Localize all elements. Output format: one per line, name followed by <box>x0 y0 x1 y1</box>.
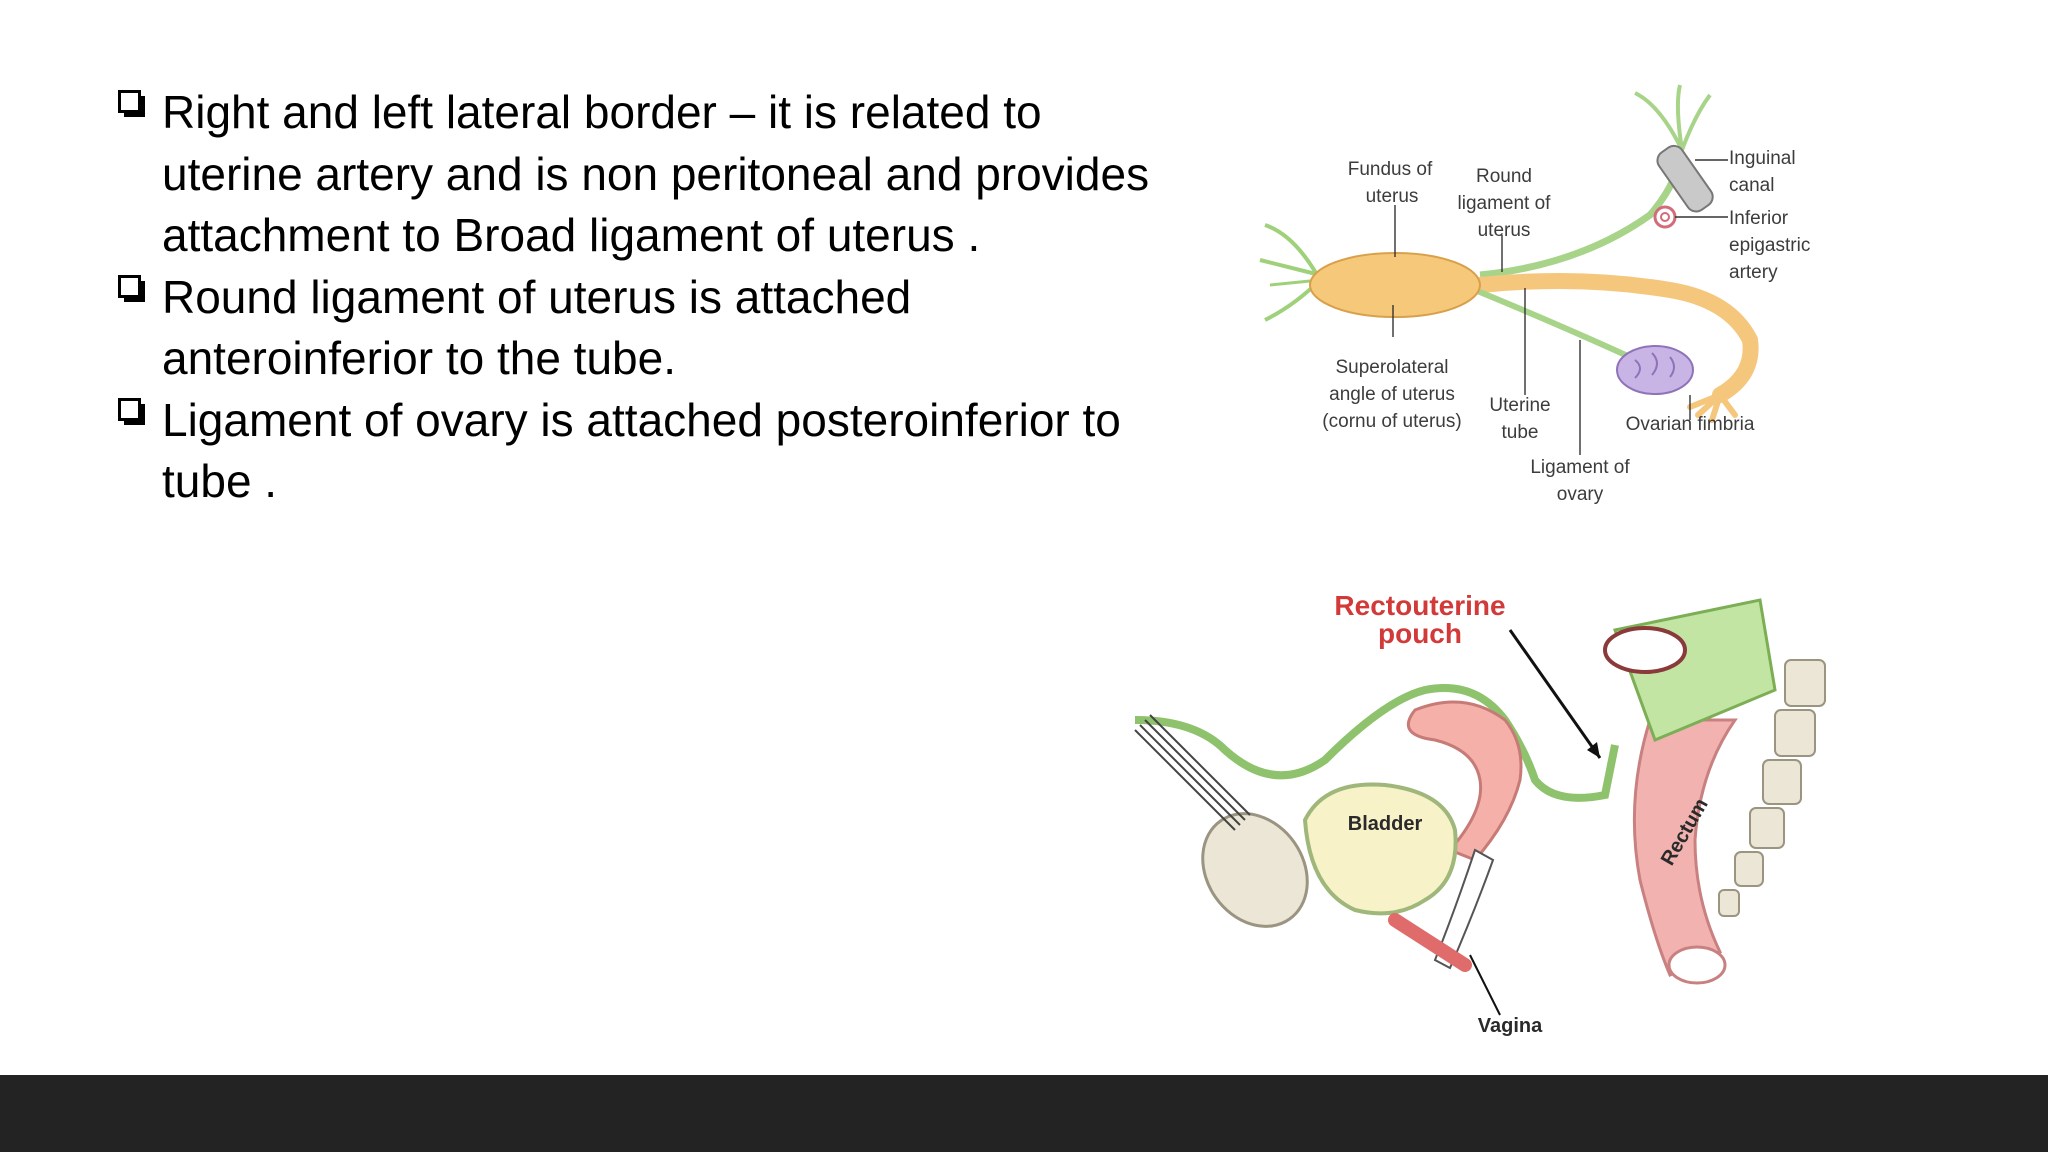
label-fundus: uterus <box>1366 186 1419 207</box>
vagina <box>1433 848 1495 970</box>
label-superolateral: (cornu of uterus) <box>1322 411 1461 432</box>
label-round-ligament: Round <box>1476 166 1532 187</box>
label-epigastric-artery: artery <box>1729 262 1778 283</box>
inguinal-canal <box>1656 144 1714 213</box>
label-round-ligament: uterus <box>1478 220 1531 241</box>
label-epigastric-artery: Inferior <box>1729 208 1789 229</box>
checkbox-bullet-icon <box>118 90 145 117</box>
pelvic-section-diagram: Rectouterine pouch Bladder Rectum Vagina <box>1134 590 1826 1037</box>
label-inguinal-canal: Inguinal <box>1729 148 1796 169</box>
checkbox-bullet-icon <box>118 274 145 302</box>
label-rectouterine-pouch: Rectouterine <box>1334 590 1505 621</box>
rectum <box>1632 718 1738 978</box>
label-superolateral: angle of uterus <box>1329 384 1455 405</box>
label-inguinal-canal: canal <box>1729 175 1774 196</box>
label-ligament-of-ovary: ovary <box>1557 484 1604 505</box>
uterus-fundus <box>1309 252 1481 318</box>
label-ligament-of-ovary: Ligament of <box>1530 457 1630 478</box>
checkbox-bullet-icon <box>118 397 145 425</box>
bladder <box>1302 782 1458 916</box>
uterine-tube <box>1472 273 1759 403</box>
label-rectouterine-pouch: pouch <box>1378 618 1462 649</box>
bullet-text: Right and left lateral border – it is re… <box>162 86 1150 261</box>
label-fundus: Fundus of <box>1348 159 1433 180</box>
peritoneum <box>1134 684 1619 802</box>
label-uterine-tube: Uterine <box>1489 395 1550 416</box>
label-bladder: Bladder <box>1348 813 1423 835</box>
label-uterine-tube: tube <box>1502 422 1539 443</box>
pubic-bone <box>1201 812 1309 928</box>
bullet-item: Ligament of ovary is attached posteroinf… <box>116 390 1156 513</box>
bullet-item: Round ligament of uterus is attached ant… <box>116 267 1156 390</box>
bullet-item: Right and left lateral border – it is re… <box>116 82 1156 267</box>
label-superolateral: Superolateral <box>1335 357 1448 378</box>
ligament-of-ovary <box>1473 287 1632 360</box>
label-epigastric-artery: epigastric <box>1729 235 1810 256</box>
uterus-ligament-diagram: Fundus of uterus Round ligament of uteru… <box>1259 84 1810 505</box>
bullet-text: Ligament of ovary is attached posteroinf… <box>162 393 1121 508</box>
sacrum <box>1718 659 1826 917</box>
bullet-list: Right and left lateral border – it is re… <box>116 82 1156 513</box>
label-round-ligament: ligament of <box>1458 193 1552 214</box>
bullet-text: Round ligament of uterus is attached ant… <box>162 270 912 385</box>
label-ovarian-fimbria: Ovarian fimbria <box>1626 414 1755 435</box>
label-vagina: Vagina <box>1478 1015 1543 1037</box>
footer-bar <box>0 1075 2048 1152</box>
